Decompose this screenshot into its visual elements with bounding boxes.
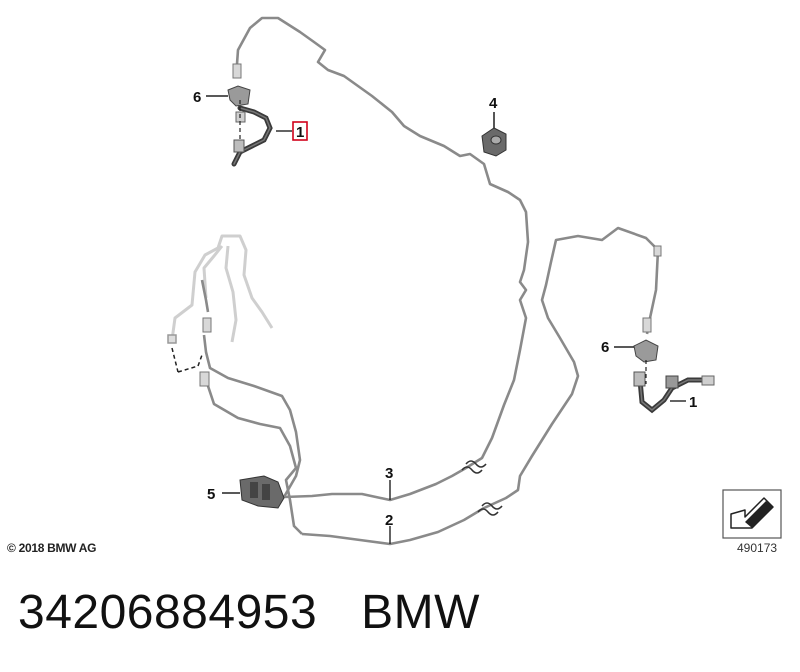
callout-1-top[interactable]: 1 bbox=[296, 124, 304, 141]
hose-bracket-top bbox=[227, 85, 251, 140]
brake-line-diagram: 6 1 4 3 2 5 6 1 bbox=[167, 16, 782, 546]
pipe-clip-part bbox=[239, 475, 285, 509]
break-symbol-3 bbox=[461, 460, 487, 474]
brake-pipe-upper bbox=[235, 16, 530, 502]
ghost-clip-bracket bbox=[167, 334, 203, 373]
ghost-brake-lines bbox=[170, 234, 274, 343]
brake-pipe-right bbox=[301, 226, 660, 546]
hose-bracket-right bbox=[633, 339, 659, 384]
break-symbol-2 bbox=[477, 502, 503, 516]
part-info: 34206884953 BMW bbox=[18, 585, 480, 640]
callout-5[interactable]: 5 bbox=[207, 486, 215, 503]
callout-6-top[interactable]: 6 bbox=[193, 89, 201, 106]
callout-1-right[interactable]: 1 bbox=[689, 394, 697, 411]
brake-hose-right bbox=[633, 371, 715, 414]
leader-lines bbox=[206, 95, 686, 544]
highlight-box-1 bbox=[292, 121, 308, 141]
brake-pipes bbox=[200, 16, 660, 546]
callout-6-right[interactable]: 6 bbox=[601, 339, 609, 356]
part-number: 34206884953 bbox=[18, 586, 318, 639]
callout-2[interactable]: 2 bbox=[385, 512, 393, 529]
pipe-fittings bbox=[199, 63, 662, 387]
callout-4[interactable]: 4 bbox=[489, 95, 498, 112]
brake-pipe-lower-left bbox=[204, 379, 303, 535]
copyright-text: © 2018 BMW AG bbox=[7, 541, 97, 555]
brand-name: BMW bbox=[361, 586, 480, 639]
callout-3[interactable]: 3 bbox=[385, 465, 393, 482]
diagram-reference-number: 490173 bbox=[737, 541, 778, 555]
reference-arrow-icon bbox=[722, 489, 782, 539]
grommet-part bbox=[481, 112, 507, 157]
